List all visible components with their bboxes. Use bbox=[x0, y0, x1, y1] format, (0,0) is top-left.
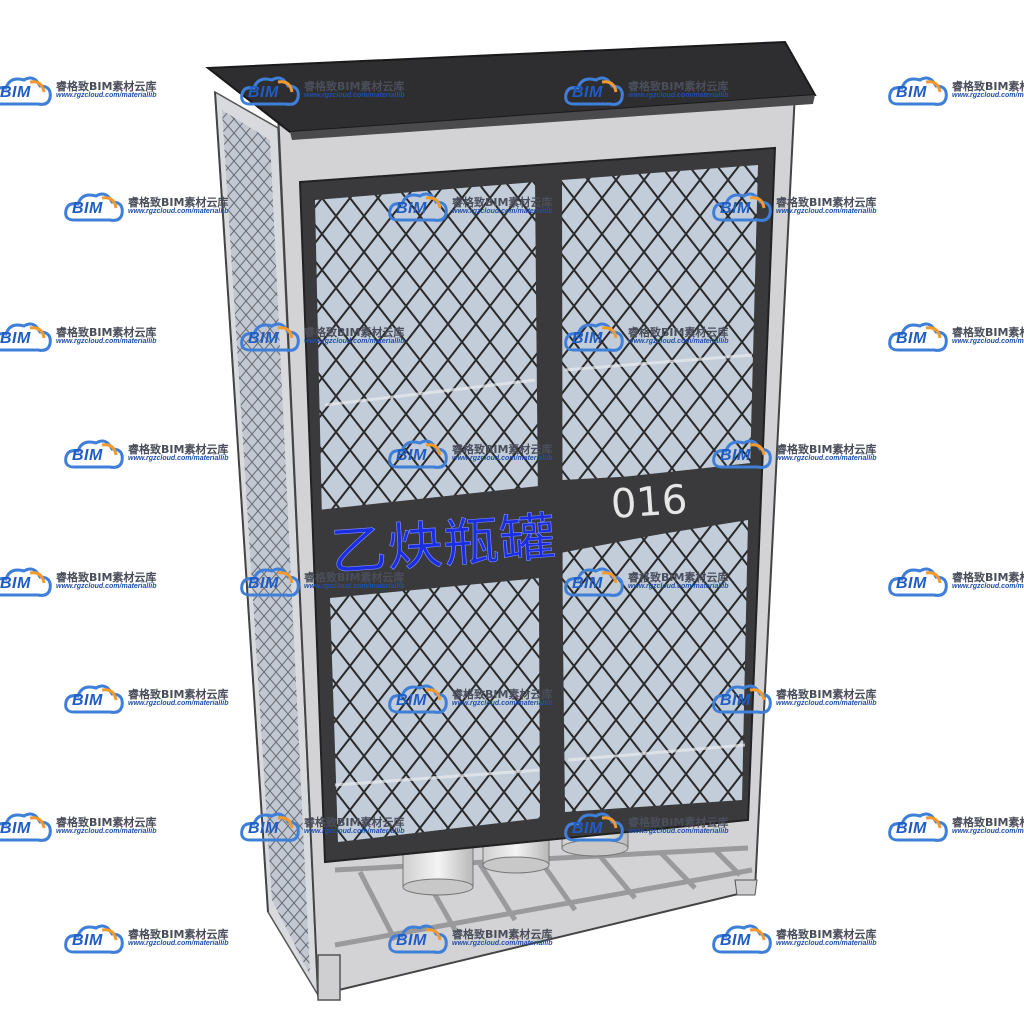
cabinet-number: 016 bbox=[609, 477, 688, 528]
roof bbox=[205, 40, 817, 140]
